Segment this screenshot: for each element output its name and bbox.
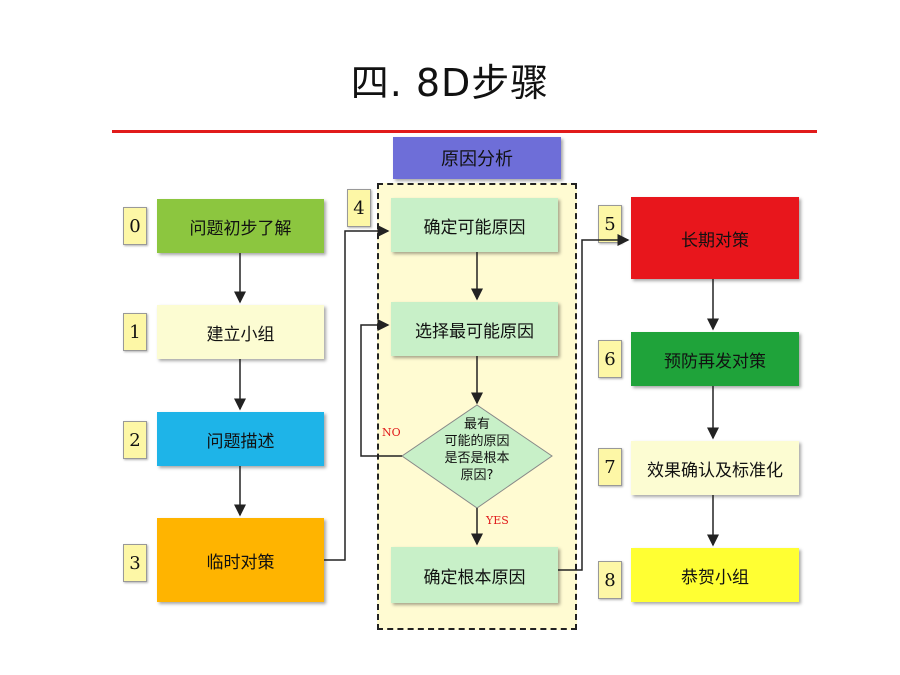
decision-line-2: 可能的原因 xyxy=(444,434,510,449)
title-underline xyxy=(112,130,817,133)
yes-label: YES xyxy=(486,514,509,527)
step-6-number: 6 xyxy=(598,340,622,378)
step-6-box: 预防再发对策 xyxy=(631,332,799,386)
possible-causes-box: 确定可能原因 xyxy=(391,198,558,252)
step-8-number: 8 xyxy=(598,561,622,599)
step-0-box: 问题初步了解 xyxy=(157,199,324,253)
step-7-number: 7 xyxy=(598,448,622,486)
step-5-box: 长期对策 xyxy=(631,197,799,279)
step-8-box: 恭贺小组 xyxy=(631,548,799,602)
step-1-number: 1 xyxy=(123,313,147,351)
root-cause-box: 确定根本原因 xyxy=(391,547,558,603)
cause-analysis-header: 原因分析 xyxy=(393,137,561,179)
decision-line-1: 最有 xyxy=(463,417,490,432)
page-title: 四. 8D步骤 xyxy=(350,61,550,105)
step-2-box: 问题描述 xyxy=(157,412,324,466)
no-label: NO xyxy=(382,426,401,439)
decision-line-3: 是否是根本 xyxy=(444,451,510,466)
step-4-number: 4 xyxy=(347,189,371,227)
decision-text: 最有 可能的原因 是否是根本 原因? xyxy=(417,416,537,484)
step-3-box: 临时对策 xyxy=(157,518,324,602)
step-0-number: 0 xyxy=(123,207,147,245)
most-likely-cause-box: 选择最可能原因 xyxy=(391,302,558,356)
step-1-box: 建立小组 xyxy=(157,305,324,359)
step-7-box: 效果确认及标准化 xyxy=(631,441,799,495)
step-2-number: 2 xyxy=(123,421,147,459)
decision-line-4: 原因? xyxy=(460,468,494,483)
step-3-number: 3 xyxy=(123,544,147,582)
